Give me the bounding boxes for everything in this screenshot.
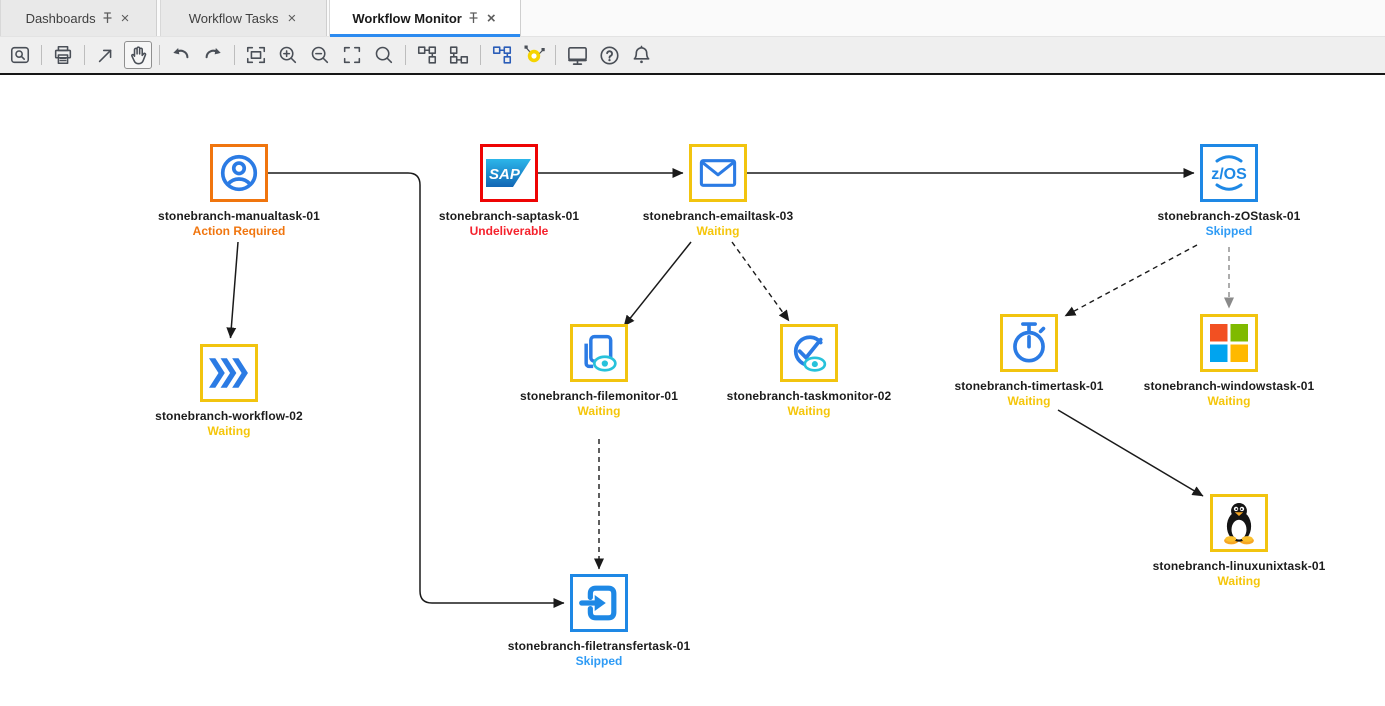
node-status: Waiting bbox=[787, 404, 831, 418]
zoom-out-icon[interactable] bbox=[306, 41, 334, 69]
close-icon[interactable]: × bbox=[486, 9, 496, 27]
linux-tux-icon[interactable] bbox=[1210, 494, 1268, 552]
zoom-in-icon[interactable] bbox=[274, 41, 302, 69]
node-status: Waiting bbox=[207, 424, 251, 438]
task-monitor-icon[interactable] bbox=[780, 324, 838, 382]
workflow-layout-blue-icon[interactable] bbox=[488, 41, 516, 69]
edge-timertask-to-linuxunixtask bbox=[1057, 409, 1204, 497]
tab-workflow-monitor[interactable]: Workflow Monitor × bbox=[329, 0, 521, 37]
node-label: stonebranch-windowstask-01 bbox=[1143, 379, 1315, 393]
preview-icon[interactable] bbox=[6, 41, 34, 69]
toolbar-separator bbox=[41, 45, 42, 65]
tab-workflow-tasks[interactable]: Workflow Tasks × bbox=[160, 0, 327, 36]
task-node-filemonitor-01[interactable]: stonebranch-filemonitor-01 Waiting bbox=[479, 324, 719, 418]
node-status: Action Required bbox=[192, 224, 286, 238]
node-status: Waiting bbox=[1007, 394, 1051, 408]
notifications-bell-icon[interactable] bbox=[627, 41, 655, 69]
redo-icon[interactable] bbox=[199, 41, 227, 69]
task-node-filetransfertask-01[interactable]: stonebranch-filetransfertask-01 Skipped bbox=[479, 574, 719, 668]
layout-horizontal-icon[interactable] bbox=[413, 41, 441, 69]
fit-to-window-icon[interactable] bbox=[242, 41, 270, 69]
tab-label: Workflow Tasks bbox=[188, 10, 279, 26]
help-icon[interactable] bbox=[595, 41, 623, 69]
tab-bar: Dashboards × Workflow Tasks × Workflow M… bbox=[0, 0, 1385, 37]
node-status: Skipped bbox=[1205, 224, 1253, 238]
node-label: stonebranch-saptask-01 bbox=[438, 209, 580, 223]
toolbar-separator bbox=[405, 45, 406, 65]
node-label: stonebranch-manualtask-01 bbox=[158, 209, 320, 223]
undo-icon[interactable] bbox=[167, 41, 195, 69]
node-label: stonebranch-zOStask-01 bbox=[1157, 209, 1301, 223]
print-icon[interactable] bbox=[49, 41, 77, 69]
node-status: Waiting bbox=[577, 404, 621, 418]
task-node-windowstask-01[interactable]: stonebranch-windowstask-01 Waiting bbox=[1109, 314, 1349, 408]
node-label: stonebranch-filemonitor-01 bbox=[520, 389, 678, 403]
workflow-toolbar bbox=[0, 37, 1385, 75]
toolbar-separator bbox=[159, 45, 160, 65]
task-node-zostask-01[interactable]: z/OS stonebranch-zOStask-01 Skipped bbox=[1109, 144, 1349, 238]
edge-manualtask-to-workflow-02 bbox=[226, 241, 239, 339]
edge-emailtask-to-taskmonitor bbox=[731, 241, 790, 322]
toolbar-separator bbox=[234, 45, 235, 65]
sap-icon[interactable]: SAP bbox=[480, 144, 538, 202]
monitor-display-icon[interactable] bbox=[563, 41, 591, 69]
task-node-manualtask-01[interactable]: stonebranch-manualtask-01 Action Require… bbox=[119, 144, 359, 238]
workflow-monitor-canvas[interactable]: stonebranch-manualtask-01 Action Require… bbox=[0, 75, 1385, 704]
toolbar-separator bbox=[555, 45, 556, 65]
node-status: Waiting bbox=[1217, 574, 1261, 588]
node-status: Skipped bbox=[575, 654, 623, 668]
pointer-arrow-icon[interactable] bbox=[92, 41, 120, 69]
workflow-chevrons-icon[interactable] bbox=[200, 344, 258, 402]
email-icon[interactable] bbox=[689, 144, 747, 202]
svg-text:SAP: SAP bbox=[489, 166, 521, 183]
close-icon[interactable]: × bbox=[287, 9, 297, 27]
node-status: Waiting bbox=[696, 224, 740, 238]
critical-path-toggle-icon[interactable] bbox=[520, 41, 548, 69]
node-label: stonebranch-filetransfertask-01 bbox=[507, 639, 691, 653]
toolbar-separator bbox=[480, 45, 481, 65]
pan-hand-icon[interactable] bbox=[124, 41, 152, 69]
node-status: Waiting bbox=[1207, 394, 1251, 408]
svg-text:z/OS: z/OS bbox=[1211, 166, 1247, 183]
timer-icon[interactable] bbox=[1000, 314, 1058, 372]
task-node-taskmonitor-02[interactable]: stonebranch-taskmonitor-02 Waiting bbox=[689, 324, 929, 418]
node-label: stonebranch-taskmonitor-02 bbox=[726, 389, 892, 403]
toolbar-separator bbox=[84, 45, 85, 65]
pin-icon bbox=[469, 12, 478, 23]
task-node-saptask-01[interactable]: SAP stonebranch-saptask-01 Undeliverable bbox=[389, 144, 629, 238]
pin-icon bbox=[103, 12, 112, 23]
manual-user-icon[interactable] bbox=[210, 144, 268, 202]
tab-label: Workflow Monitor bbox=[352, 10, 462, 26]
task-node-emailtask-03[interactable]: stonebranch-emailtask-03 Waiting bbox=[598, 144, 838, 238]
node-status: Undeliverable bbox=[469, 224, 549, 238]
zos-icon[interactable]: z/OS bbox=[1200, 144, 1258, 202]
tab-dashboards[interactable]: Dashboards × bbox=[0, 0, 157, 36]
node-label: stonebranch-workflow-02 bbox=[155, 409, 303, 423]
actual-size-icon[interactable] bbox=[338, 41, 366, 69]
file-transfer-icon[interactable] bbox=[570, 574, 628, 632]
task-node-linuxunixtask-01[interactable]: stonebranch-linuxunixtask-01 Waiting bbox=[1119, 494, 1359, 588]
close-icon[interactable]: × bbox=[120, 9, 130, 27]
windows-icon[interactable] bbox=[1200, 314, 1258, 372]
task-node-workflow-02[interactable]: stonebranch-workflow-02 Waiting bbox=[109, 344, 349, 438]
tab-label: Dashboards bbox=[25, 10, 96, 26]
node-label: stonebranch-timertask-01 bbox=[954, 379, 1104, 393]
layout-vertical-icon[interactable] bbox=[445, 41, 473, 69]
zoom-region-icon[interactable] bbox=[370, 41, 398, 69]
node-label: stonebranch-emailtask-03 bbox=[642, 209, 794, 223]
node-label: stonebranch-linuxunixtask-01 bbox=[1152, 559, 1326, 573]
file-monitor-icon[interactable] bbox=[570, 324, 628, 382]
edge-zostask-to-timertask bbox=[1064, 244, 1198, 317]
task-node-timertask-01[interactable]: stonebranch-timertask-01 Waiting bbox=[909, 314, 1149, 408]
edge-emailtask-to-filemonitor bbox=[623, 241, 692, 327]
